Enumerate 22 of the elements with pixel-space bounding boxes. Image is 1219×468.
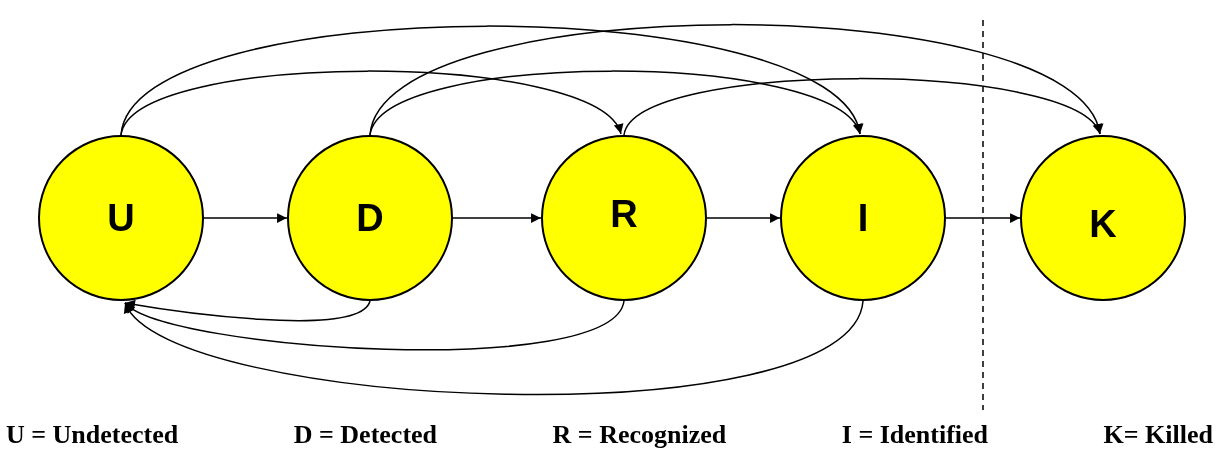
state-letter: U (107, 196, 135, 240)
arrow (945, 213, 1021, 223)
legend-text: R = Recognized (552, 420, 727, 450)
arrow (623, 77, 1101, 136)
arrow (706, 213, 781, 223)
legend-text: D = Detected (293, 420, 438, 450)
arrow (452, 213, 542, 223)
arrow (120, 25, 861, 136)
state-letter: R (610, 192, 638, 236)
arrow (203, 213, 288, 223)
legend-text: K= Killed (1103, 420, 1213, 450)
arrow (124, 300, 864, 395)
legend-text: I = Identified (841, 420, 989, 450)
arrow (369, 23, 1101, 136)
legend-text: U = Undetected (6, 420, 179, 450)
state-letter: I (857, 196, 869, 240)
arrow (120, 70, 622, 136)
state-letter: K (1089, 202, 1117, 246)
arrow (124, 299, 371, 322)
state-letter: D (356, 196, 384, 240)
arrow (124, 300, 625, 351)
arrow (369, 70, 861, 136)
